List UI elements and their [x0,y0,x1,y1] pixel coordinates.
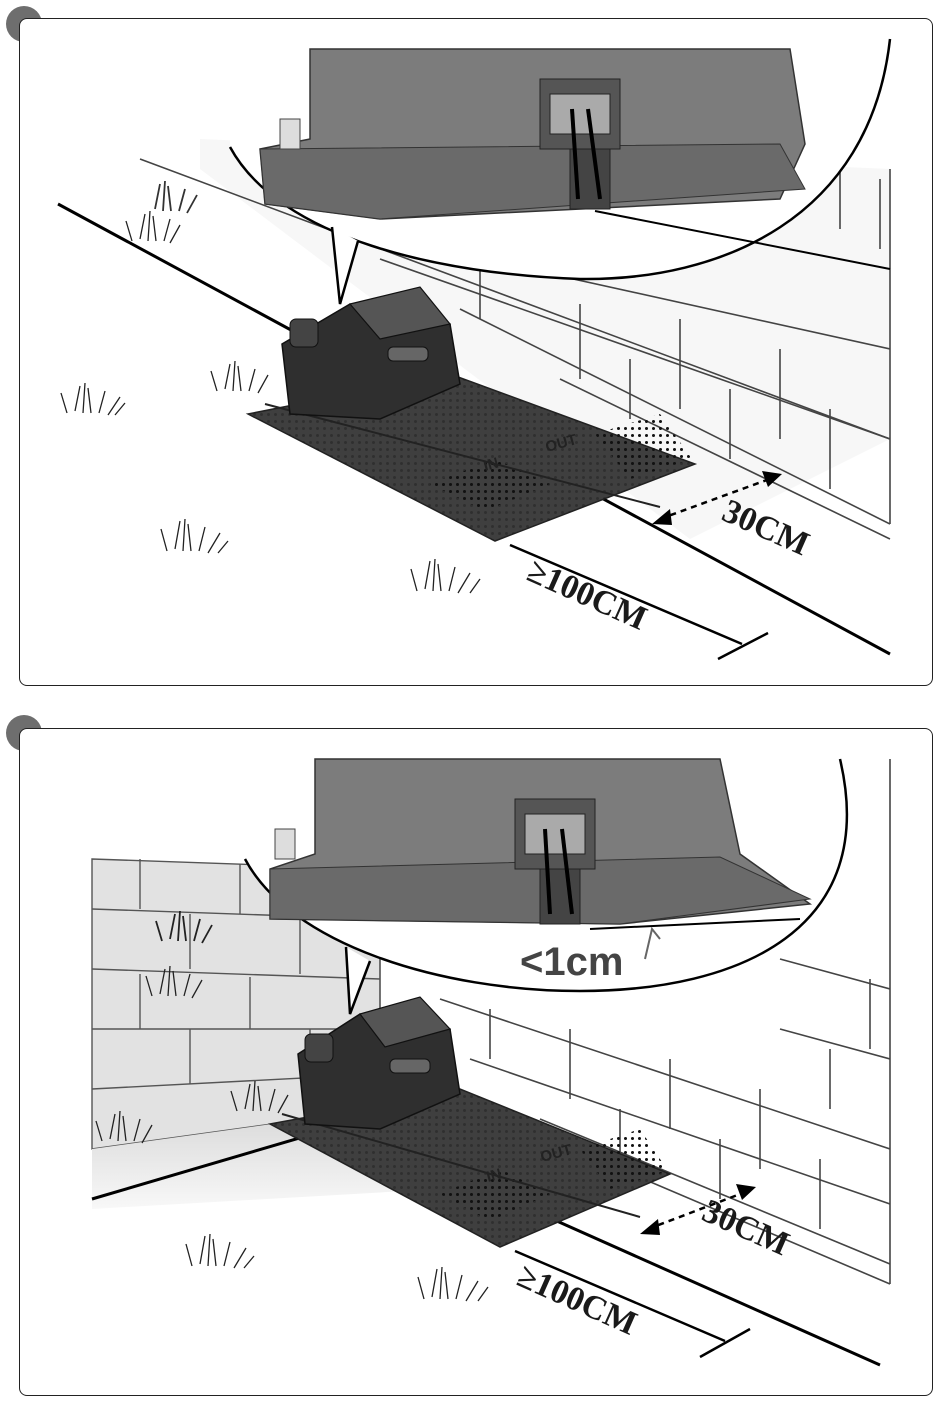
charging-station: OUT IN [270,997,670,1247]
step-2-illustration: OUT IN ≥100CM 30CM [20,729,932,1395]
arrow-head-right [736,1184,756,1200]
straight-length-label: ≥100CM [522,553,652,638]
straight-length-label: ≥100CM [512,1258,642,1343]
installation-step-1-panel: OUT IN ≥100CM 30CM [19,18,933,686]
installation-step-2-panel: OUT IN ≥100CM 30CM [19,728,933,1396]
wall-distance-label: 30CM [717,493,815,564]
step-1-illustration: OUT IN ≥100CM 30CM [20,19,932,685]
gap-label: <1cm [520,940,623,984]
wall-distance-label: 30CM [697,1193,795,1264]
arrow-head-left [640,1219,660,1235]
